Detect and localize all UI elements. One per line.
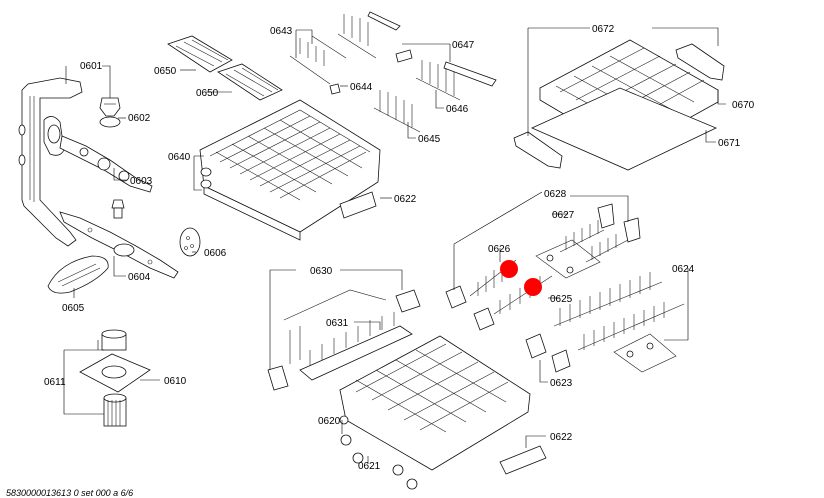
leader-lines [63, 27, 726, 464]
wheels-0620 [340, 434, 418, 490]
filter-assembly [79, 329, 151, 427]
upper-basket [199, 99, 381, 241]
label-0611: 0611 [44, 377, 66, 388]
clip-0623 [525, 333, 571, 373]
label-0606: 0606 [204, 248, 227, 259]
label-0643: 0643 [270, 26, 293, 37]
label-0644: 0644 [350, 82, 373, 93]
label-0645: 0645 [418, 134, 441, 145]
label-0670: 0670 [732, 100, 755, 111]
tine-row-0645 [373, 90, 421, 133]
label-0622-upper: 0622 [394, 194, 417, 205]
label-0623: 0623 [550, 378, 573, 389]
label-0603: 0603 [130, 176, 153, 187]
tine-row-0626 [469, 259, 517, 297]
tine-row-0625 [553, 272, 685, 351]
filter-disc [179, 227, 201, 257]
label-0605: 0605 [62, 303, 85, 314]
label-0610: 0610 [164, 376, 187, 387]
cutlery-tray-insert-a [167, 35, 233, 73]
micro-filter-cover [47, 255, 109, 294]
spray-arm-screw [111, 199, 125, 219]
highlight-marker-1 [500, 260, 518, 278]
plate-rack-0631 [299, 312, 413, 381]
label-0630: 0630 [310, 266, 333, 277]
drawer-end-cap-right [675, 43, 725, 81]
label-0628: 0628 [544, 189, 567, 200]
tine-row-0627b [585, 234, 629, 263]
lower-spray-arm [59, 211, 179, 279]
label-0647: 0647 [452, 40, 475, 51]
label-0650-a: 0650 [154, 66, 177, 77]
cutlery-tray-insert-b [217, 63, 283, 101]
document-footer-code: 5830000013613 0 set 000 a 6/6 [6, 488, 133, 498]
label-0646: 0646 [446, 104, 469, 115]
tine-row-0643 [289, 35, 347, 85]
tine-row-0646 [415, 60, 461, 101]
label-0602: 0602 [128, 113, 151, 124]
label-0601: 0601 [80, 61, 103, 72]
spray-arm-supply-pipe [18, 77, 83, 247]
basket-handle-upper [339, 191, 377, 219]
label-0604: 0604 [128, 272, 151, 283]
label-0620: 0620 [318, 416, 341, 427]
lower-basket [339, 335, 531, 471]
spray-arm-nut [99, 97, 121, 128]
cutlery-drawer-rail [531, 87, 717, 171]
label-0640: 0640 [168, 152, 191, 163]
label-0650-b: 0650 [196, 88, 219, 99]
part-labels: 0601 0602 0603 0604 0605 0606 0610 0611 … [44, 24, 755, 472]
holder-0628 [597, 203, 641, 243]
tine-row-0644 [329, 83, 341, 95]
highlight-marker-2 [524, 278, 542, 296]
tine-clip-0647 [395, 49, 497, 87]
label-0625: 0625 [550, 294, 573, 305]
label-0631: 0631 [326, 318, 349, 329]
tine-row-0627 [559, 220, 605, 253]
clip-left-pair [445, 285, 495, 331]
tine-row-0626b [493, 275, 553, 315]
label-0671: 0671 [718, 138, 741, 149]
fold-down-rack-0630 [267, 289, 421, 391]
label-0624: 0624 [672, 264, 695, 275]
label-0622-lower: 0622 [550, 432, 573, 443]
upper-spray-arm [59, 135, 153, 193]
label-0672: 0672 [592, 24, 615, 35]
label-0621: 0621 [358, 461, 381, 472]
clip-set-0624 [535, 239, 677, 373]
upper-spray-arm-bracket [43, 116, 65, 156]
basket-handle-lower [499, 445, 547, 475]
label-0626: 0626 [488, 244, 511, 255]
tine-row-top [337, 11, 401, 59]
label-0627: 0627 [552, 210, 575, 221]
